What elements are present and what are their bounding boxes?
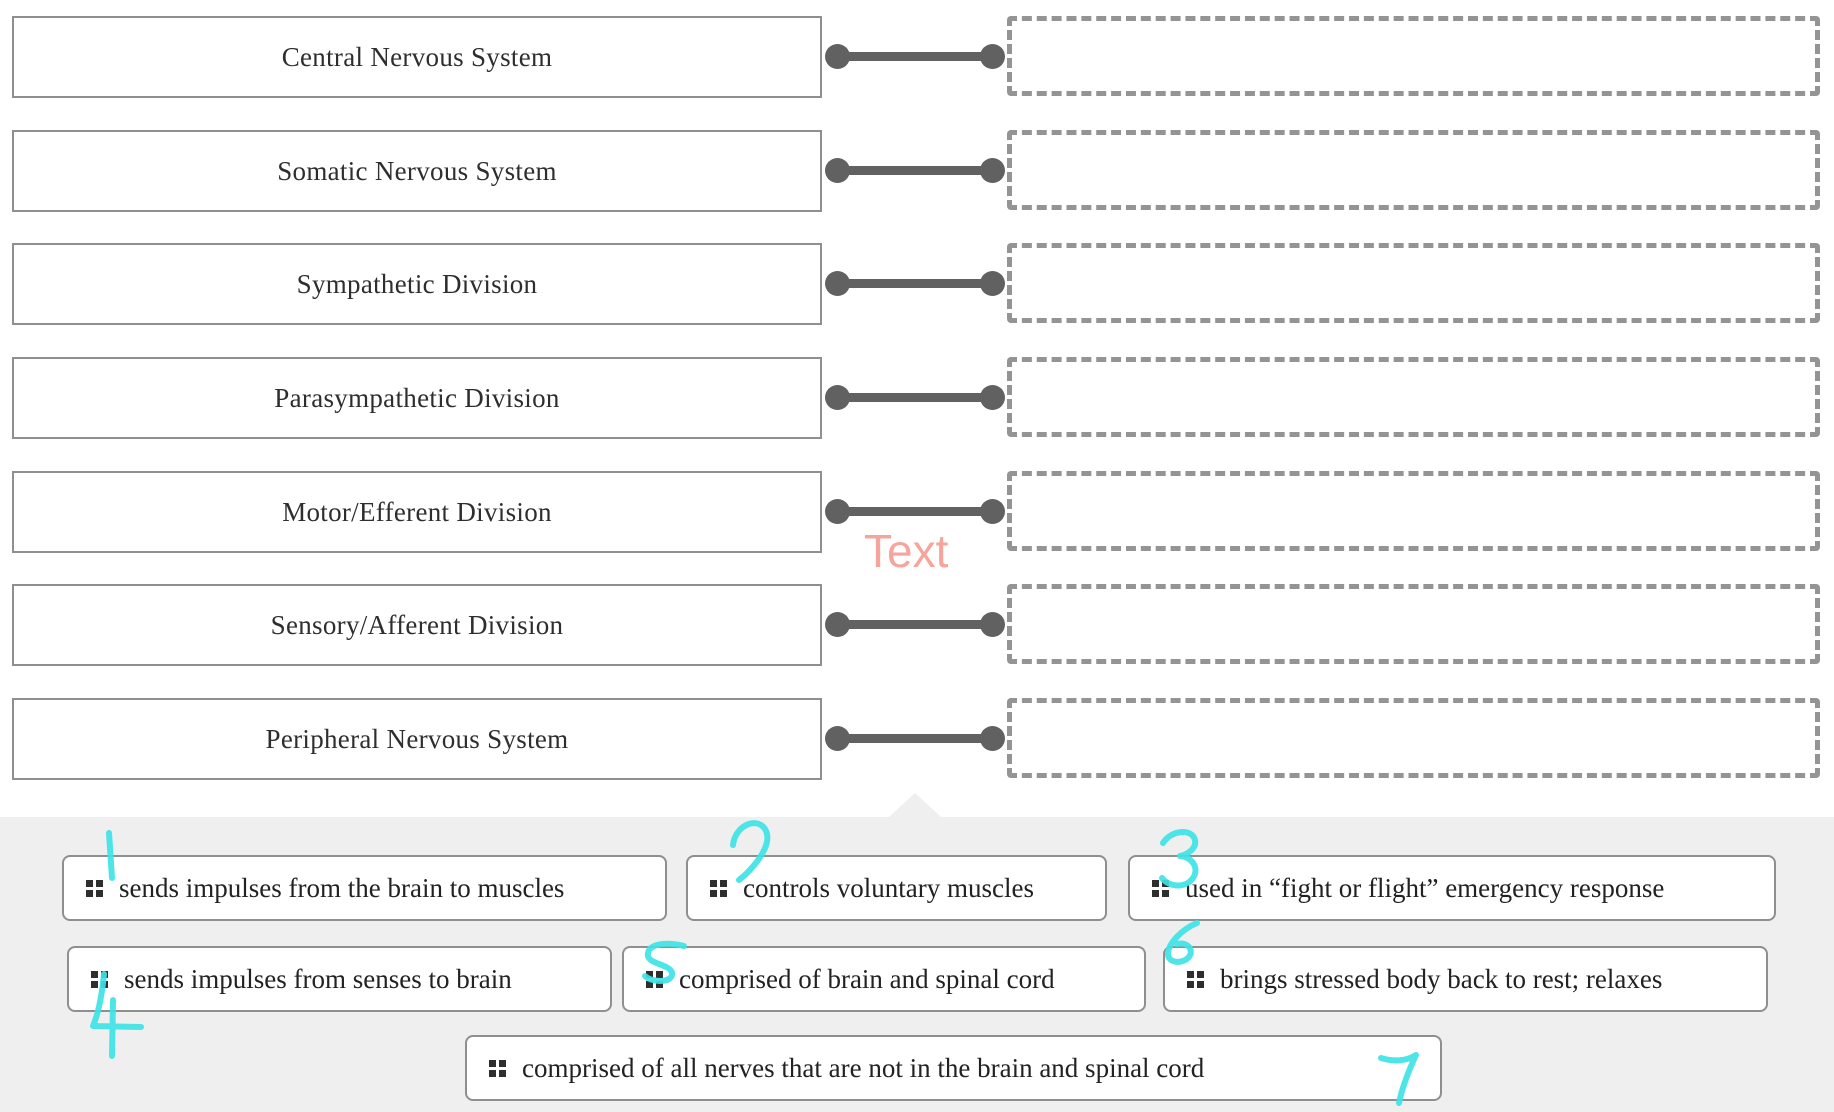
match-row-3: Sympathetic Division <box>0 243 1834 325</box>
drag-handle-icon[interactable] <box>646 970 663 988</box>
drop-zone-6[interactable] <box>1007 584 1820 664</box>
connector-line-5 <box>825 499 1005 524</box>
text-watermark: Text <box>864 525 949 577</box>
term-box-6: Sensory/Afferent Division <box>12 584 822 666</box>
drag-handle-icon[interactable] <box>489 1059 506 1077</box>
term-box-5: Motor/Efferent Division <box>12 471 822 553</box>
connector-dot-right <box>980 726 1005 751</box>
connector-line-1 <box>825 44 1005 69</box>
match-row-2: Somatic Nervous System <box>0 130 1834 212</box>
chip-label: comprised of all nerves that are not in … <box>522 1052 1205 1083</box>
connector-dot-left <box>825 44 850 69</box>
drag-handle-icon[interactable] <box>1187 970 1204 988</box>
connector-dot-right <box>980 612 1005 637</box>
drop-zone-5[interactable] <box>1007 471 1820 551</box>
connector-dot-right <box>980 44 1005 69</box>
term-label: Motor/Efferent Division <box>282 496 552 527</box>
match-row-7: Peripheral Nervous System <box>0 698 1834 780</box>
connector-dot-right <box>980 158 1005 183</box>
connector-dot-right <box>980 271 1005 296</box>
drop-zone-1[interactable] <box>1007 16 1820 96</box>
match-row-5: Motor/Efferent Division <box>0 471 1834 553</box>
drop-zone-7[interactable] <box>1007 698 1820 778</box>
drop-zone-3[interactable] <box>1007 243 1820 323</box>
drag-handle-icon[interactable] <box>710 879 727 897</box>
match-row-4: Parasympathetic Division <box>0 357 1834 439</box>
match-row-1: Central Nervous System <box>0 16 1834 98</box>
term-label: Peripheral Nervous System <box>265 723 569 754</box>
chip-label: comprised of brain and spinal cord <box>679 963 1055 994</box>
term-box-2: Somatic Nervous System <box>12 130 822 212</box>
connector-dot-left <box>825 612 850 637</box>
term-box-1: Central Nervous System <box>12 16 822 98</box>
term-label: Somatic Nervous System <box>277 155 557 186</box>
term-label: Sensory/Afferent Division <box>270 609 564 640</box>
chip-label: sends impulses from the brain to muscles <box>119 872 565 903</box>
connector-line-6 <box>825 612 1005 637</box>
answer-chip-7[interactable]: comprised of all nerves that are not in … <box>465 1035 1442 1101</box>
answer-chip-5[interactable]: comprised of brain and spinal cord <box>622 946 1146 1012</box>
connector-dot-left <box>825 158 850 183</box>
connector-dot-right <box>980 499 1005 524</box>
term-box-7: Peripheral Nervous System <box>12 698 822 780</box>
answer-chip-1[interactable]: sends impulses from the brain to muscles <box>62 855 667 921</box>
connector-line-7 <box>825 726 1005 751</box>
connector-line-3 <box>825 271 1005 296</box>
answer-chip-3[interactable]: used in “fight or flight” emergency resp… <box>1128 855 1776 921</box>
tray-notch <box>889 793 941 817</box>
term-label: Sympathetic Division <box>296 268 538 299</box>
connector-dot-left <box>825 385 850 410</box>
answer-tray: sends impulses from the brain to muscles… <box>0 793 1834 1112</box>
connector-line-2 <box>825 158 1005 183</box>
term-box-4: Parasympathetic Division <box>12 357 822 439</box>
drop-zone-4[interactable] <box>1007 357 1820 437</box>
connector-dot-right <box>980 385 1005 410</box>
chip-label: controls voluntary muscles <box>743 872 1034 903</box>
match-row-6: Sensory/Afferent Division <box>0 584 1834 666</box>
chip-label: sends impulses from senses to brain <box>124 963 512 994</box>
answer-chip-4[interactable]: sends impulses from senses to brain <box>67 946 612 1012</box>
drag-handle-icon[interactable] <box>91 970 108 988</box>
connector-dot-left <box>825 271 850 296</box>
drop-zone-2[interactable] <box>1007 130 1820 210</box>
connector-line-4 <box>825 385 1005 410</box>
term-box-3: Sympathetic Division <box>12 243 822 325</box>
drag-handle-icon[interactable] <box>86 879 103 897</box>
chip-label: used in “fight or flight” emergency resp… <box>1185 872 1665 903</box>
chip-label: brings stressed body back to rest; relax… <box>1220 963 1663 994</box>
drag-handle-icon[interactable] <box>1152 879 1169 897</box>
answer-chip-2[interactable]: controls voluntary muscles <box>686 855 1107 921</box>
connector-dot-left <box>825 499 850 524</box>
connector-dot-left <box>825 726 850 751</box>
answer-chip-6[interactable]: brings stressed body back to rest; relax… <box>1163 946 1768 1012</box>
term-label: Parasympathetic Division <box>274 382 560 413</box>
term-label: Central Nervous System <box>281 41 553 72</box>
